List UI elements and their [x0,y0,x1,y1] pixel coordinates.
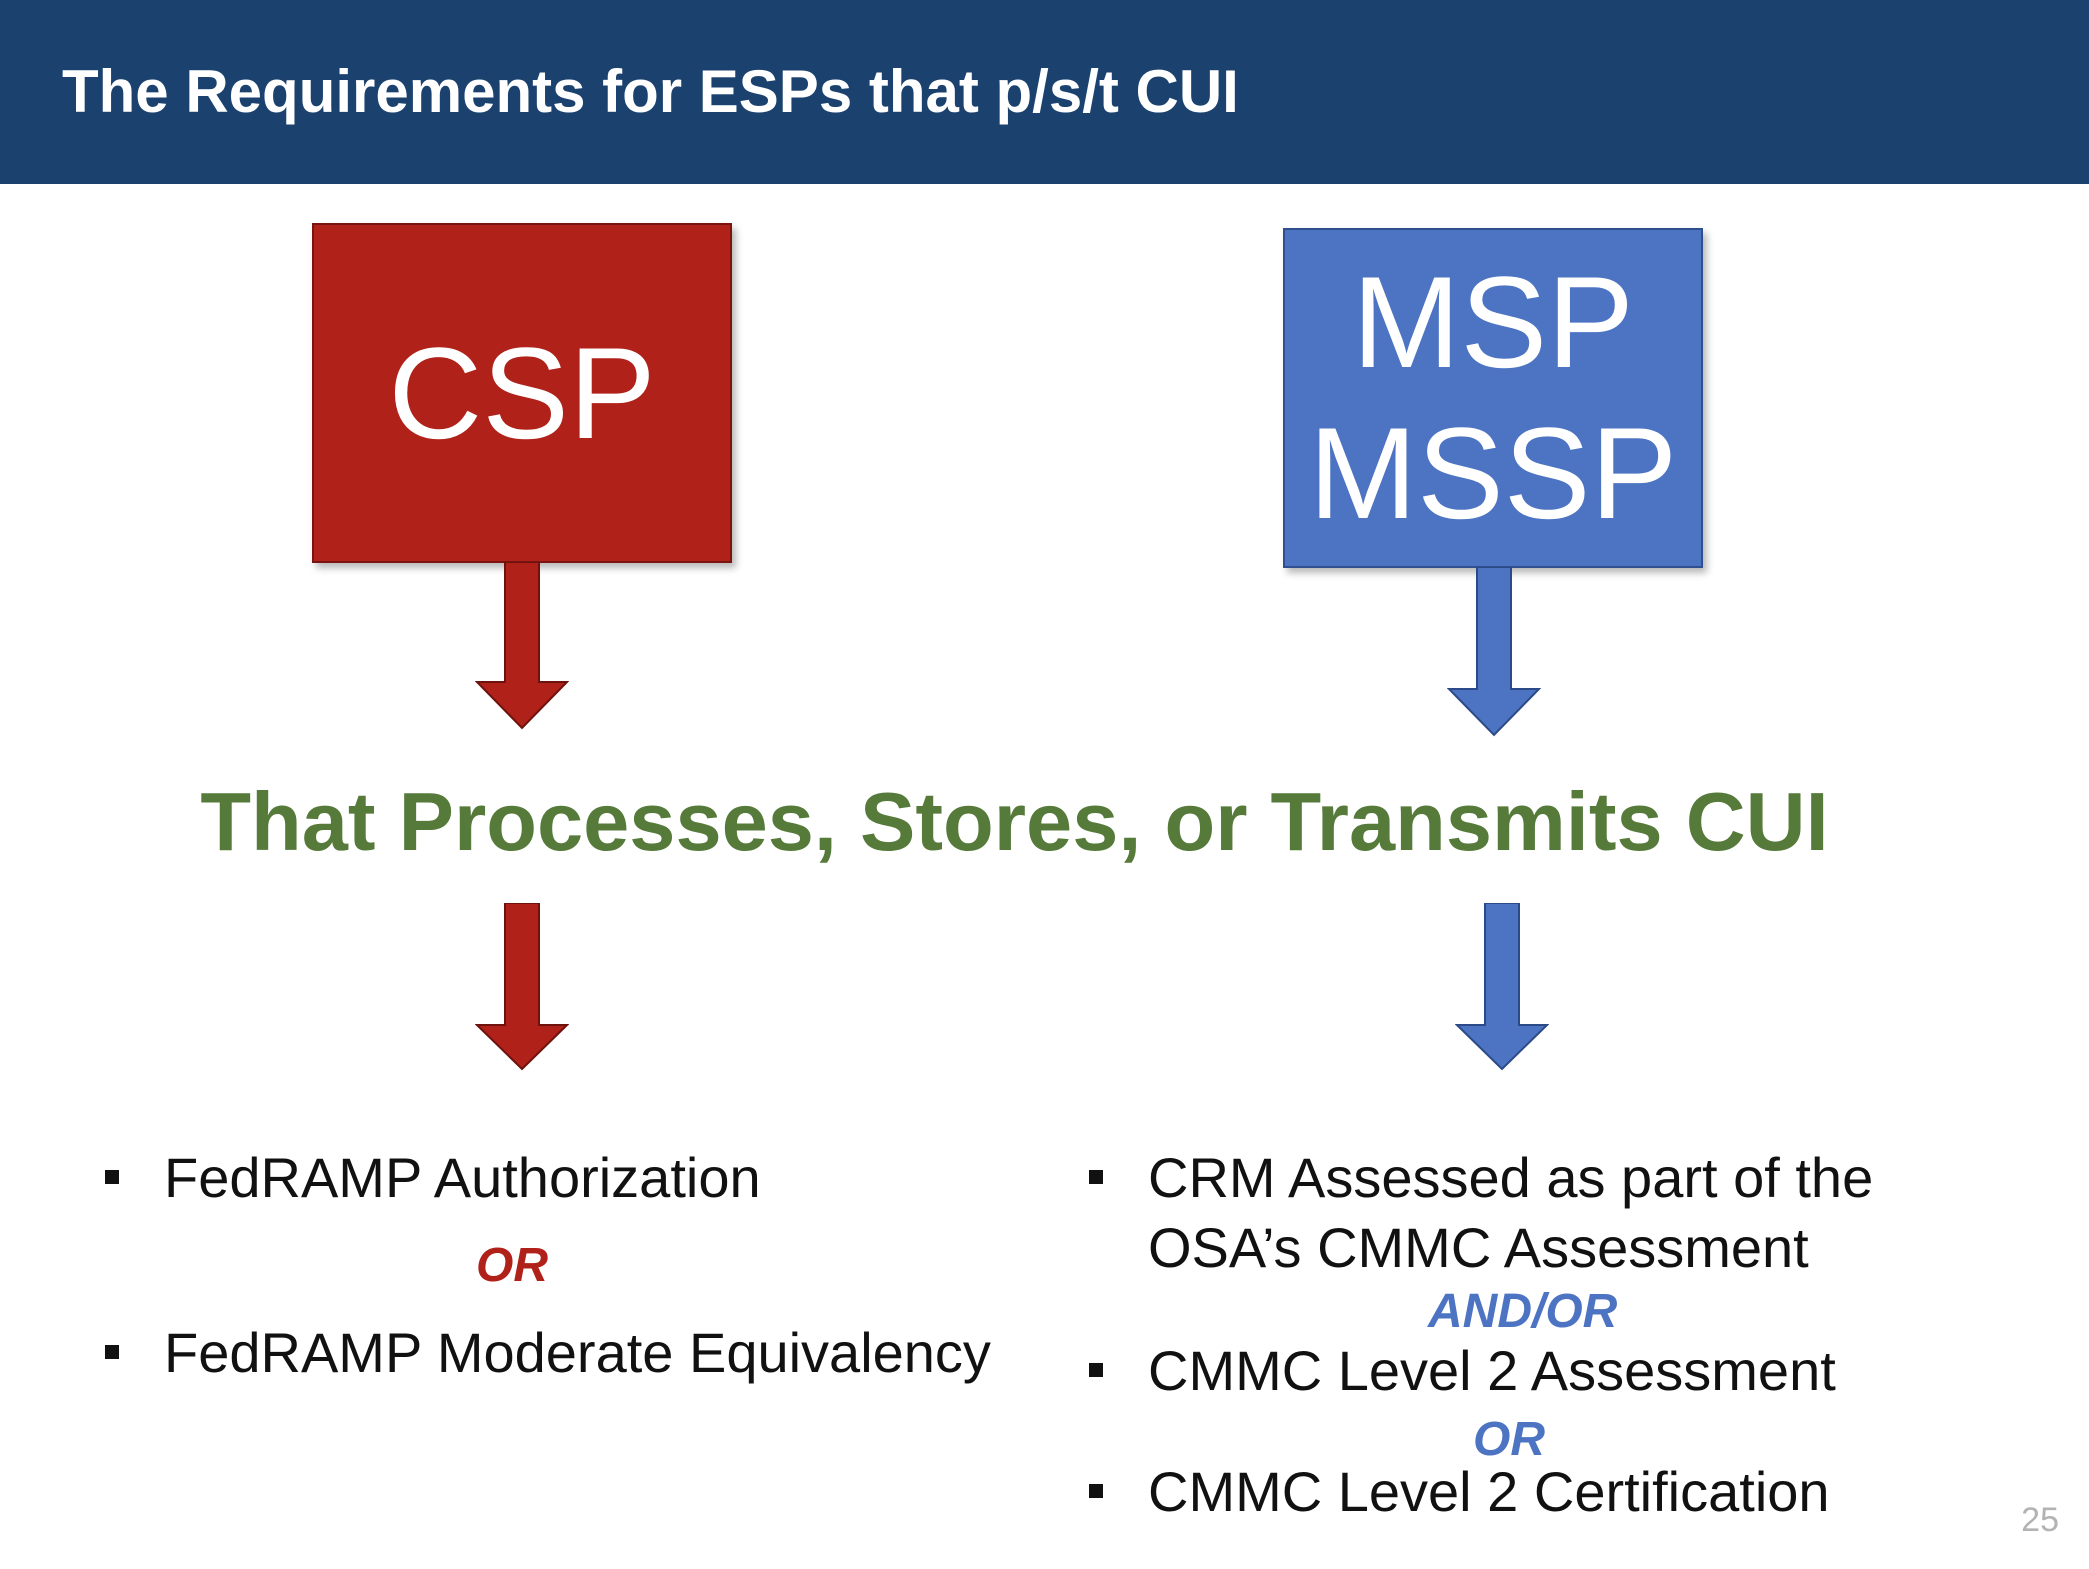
fedramp-moderate-equivalency-item: FedRAMP Moderate Equivalency [164,1321,991,1384]
csp-label: CSP [388,319,656,466]
bullet-marker [105,1170,119,1184]
or-connector-left: OR [476,1239,548,1292]
mssp-label: MSSP [1308,400,1678,546]
bullet-marker [1089,1170,1103,1184]
slide-header: The Requirements for ESPs that p/s/t CUI [0,0,2089,184]
cmmc-level2-assessment-item: CMMC Level 2 Assessment [1148,1339,1836,1402]
page-number: 25 [2021,1501,2059,1539]
fedramp-authorization-item: FedRAMP Authorization [164,1146,761,1209]
bullet-marker [1089,1484,1103,1498]
bullet-marker [105,1345,119,1359]
cmmc-level2-certification-item: CMMC Level 2 Certification [1148,1460,1830,1523]
msp-label: MSP [1352,249,1634,396]
csp-box: CSP [312,223,732,563]
csp-down-arrow-top [475,562,569,730]
msp-box: MSP MSSP [1283,228,1703,568]
crm-assessed-item-line1: CRM Assessed as part of the [1148,1146,1874,1209]
msp-down-arrow-bottom [1455,903,1549,1071]
bullet-marker [1089,1363,1103,1377]
msp-down-arrow-top [1447,567,1541,737]
csp-down-arrow-bottom [475,903,569,1071]
processes-stores-transmits-cui: That Processes, Stores, or Transmits CUI [200,775,1829,868]
or-connector-right: OR [1473,1413,1545,1466]
and-or-connector: AND/OR [1428,1285,1618,1338]
crm-assessed-item-line2: OSA’s CMMC Assessment [1148,1216,1809,1279]
slide-title: The Requirements for ESPs that p/s/t CUI [62,58,1239,125]
